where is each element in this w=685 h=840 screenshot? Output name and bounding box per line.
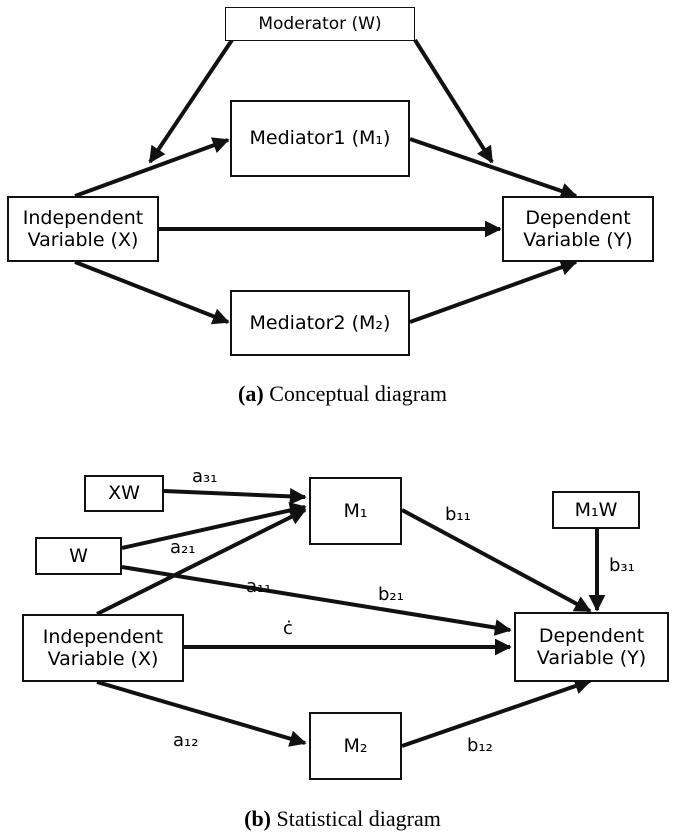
caption-a-tag: (a) [238, 381, 264, 406]
m1w-label: M₁W [574, 498, 618, 521]
dependent-line-1: Dependent [525, 206, 631, 229]
arrow-mediator1-to-y [409, 137, 578, 200]
w-label: W [69, 544, 88, 567]
arrow-x-to-m2 [96, 680, 307, 747]
independent-line-1-b: Independent [42, 625, 164, 648]
path-label-b12: b₁₂ [467, 735, 493, 756]
arrow-moderator-to-path-a [148, 38, 234, 164]
independent-line-1: Independent [22, 206, 144, 229]
m2-label: M₂ [343, 734, 368, 757]
path-label-a11: a₁₁ [246, 576, 272, 597]
path-label-b21: b₂₁ [378, 584, 404, 605]
arrow-m1-to-y [401, 508, 592, 613]
mediator2-label: Mediator2 (M₂) [249, 311, 391, 334]
path-label-c-prime: ċ [283, 618, 293, 639]
dependent-line-2-b: Variable (Y) [536, 647, 647, 669]
caption-a-text: Conceptual diagram [269, 381, 447, 406]
arrow-mediator2-to-y [409, 259, 578, 324]
arrow-x-to-mediator1 [74, 137, 230, 198]
independent-line-2: Variable (X) [27, 229, 139, 251]
m2-box: M₂ [309, 712, 402, 780]
path-label-a31: a₃₁ [192, 466, 218, 487]
dependent-line-2: Variable (Y) [523, 229, 633, 251]
caption-a: (a) Conceptual diagram [0, 381, 685, 407]
dependent-line-1-b: Dependent [538, 624, 645, 647]
path-label-a21: a₂₁ [170, 537, 196, 558]
dependent-variable-box-conceptual: Dependent Variable (Y) [502, 196, 654, 262]
arrow-xw-to-m1 [163, 487, 307, 505]
arrow-w-to-y [121, 565, 512, 636]
moderator-label: Moderator (W) [258, 13, 382, 34]
m1-label: M₁ [343, 499, 368, 522]
dependent-variable-box-statistical: Dependent Variable (Y) [514, 612, 669, 682]
mediator1-label: Mediator1 (M₁) [249, 127, 391, 150]
m1-box: M₁ [309, 477, 402, 545]
arrow-moderator-to-path-b [413, 38, 494, 164]
independent-line-2-b: Variable (X) [47, 648, 159, 670]
path-label-a12: a₁₂ [173, 730, 199, 751]
m1w-box: M₁W [552, 491, 640, 529]
independent-variable-box-conceptual: Independent Variable (X) [7, 196, 159, 262]
mediator2-box: Mediator2 (M₂) [230, 290, 410, 356]
mediator1-box: Mediator1 (M₁) [230, 100, 410, 177]
arrow-x-to-mediator2 [74, 260, 230, 325]
moderator-box: Moderator (W) [225, 7, 415, 41]
caption-b-tag: (b) [244, 806, 272, 831]
xw-box: XW [84, 475, 164, 512]
caption-b-text: Statistical diagram [276, 806, 441, 831]
arrow-w-to-m1 [121, 502, 307, 550]
xw-label: XW [108, 482, 140, 505]
path-label-b11: b₁₁ [445, 504, 471, 525]
caption-b: (b) Statistical diagram [0, 806, 685, 832]
independent-variable-box-statistical: Independent Variable (X) [22, 614, 184, 682]
path-label-b31: b₃₁ [609, 555, 635, 576]
w-box: W [35, 537, 122, 575]
arrow-x-to-m1 [96, 508, 307, 616]
arrow-m2-to-y [401, 678, 592, 748]
